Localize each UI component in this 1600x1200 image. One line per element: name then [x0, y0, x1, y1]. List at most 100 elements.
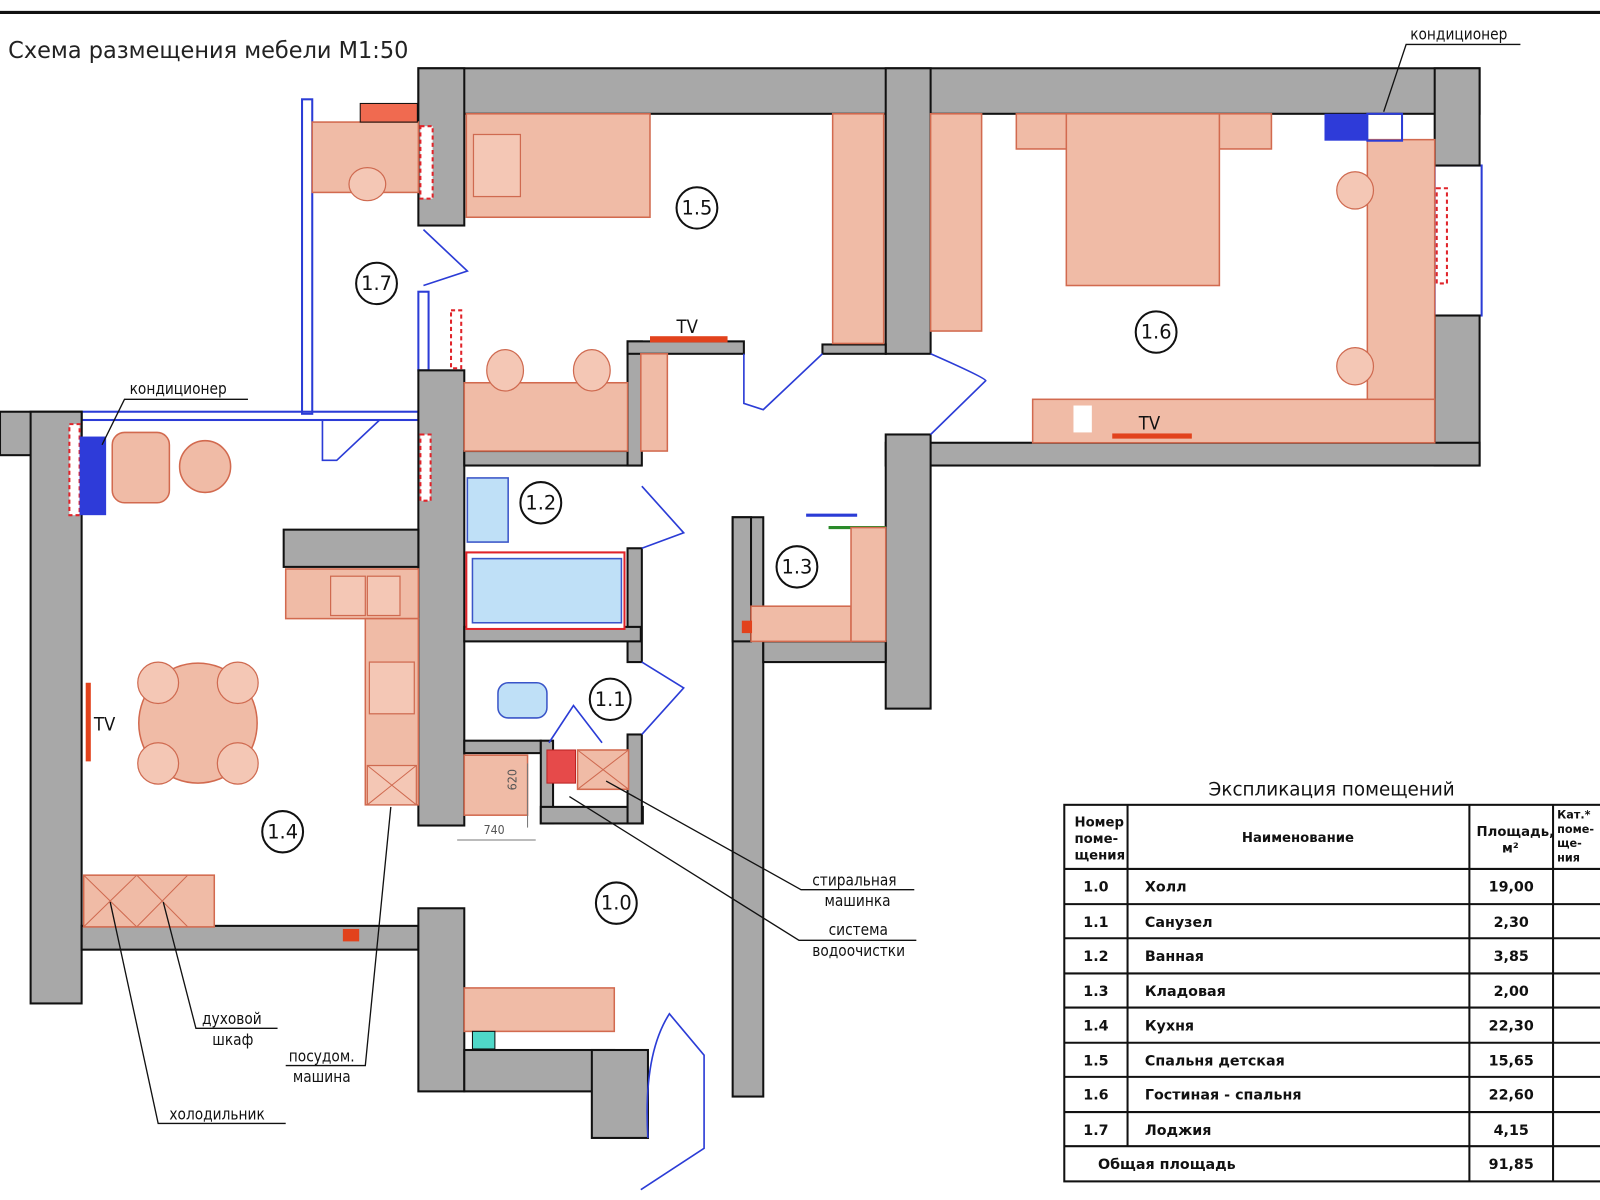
- chair-icon: [572, 349, 611, 392]
- plan-title: Схема размещения мебели М1:50: [8, 38, 408, 64]
- ac-label: кондиционер: [130, 380, 227, 398]
- svg-text:19,00: 19,00: [1489, 880, 1534, 896]
- svg-text:Холл: Холл: [1145, 880, 1187, 896]
- table-row: 1.7 Лоджия 4,15: [1083, 1123, 1529, 1139]
- svg-text:1.4: 1.4: [1083, 1018, 1108, 1034]
- washer-label: стиральная: [812, 871, 896, 889]
- oven-label: духовой: [202, 1010, 262, 1028]
- header-area: м²: [1502, 841, 1519, 856]
- room-number: 1.7: [361, 272, 392, 295]
- header-num: щения: [1074, 849, 1125, 864]
- wardrobe-1-6: [929, 113, 983, 332]
- hatched-block: [359, 102, 418, 123]
- desk-1-5: [463, 381, 629, 452]
- bathtub-icon: [471, 557, 623, 624]
- tv-console: [1031, 398, 1436, 444]
- walls: [0, 67, 1481, 1139]
- svg-text:1.3: 1.3: [1083, 984, 1108, 1000]
- svg-text:1.6: 1.6: [1083, 1088, 1108, 1104]
- svg-text:1.0: 1.0: [1083, 880, 1108, 896]
- table-title: Экспликация помещений: [1209, 779, 1455, 800]
- room-number: 1.3: [782, 555, 813, 578]
- svg-text:Спальня детская: Спальня детская: [1145, 1053, 1285, 1069]
- tv-label: TV: [676, 317, 699, 338]
- header-cat: ния: [1557, 852, 1580, 865]
- svg-text:Общая площадь: Общая площадь: [1098, 1157, 1236, 1173]
- header-cat: ще-: [1557, 837, 1582, 850]
- dishwasher-label: машина: [293, 1068, 351, 1086]
- svg-text:Лоджия: Лоджия: [1145, 1123, 1212, 1139]
- svg-text:2,30: 2,30: [1494, 915, 1529, 931]
- furniture: [79, 102, 1436, 1050]
- table-row: 1.0 Холл 19,00: [1083, 880, 1534, 896]
- tv-icon: [650, 336, 728, 343]
- table-row: 1.5 Спальня детская 15,65: [1083, 1053, 1534, 1069]
- tv-icon: [1112, 433, 1192, 439]
- dishwasher-label: посудом.: [289, 1047, 355, 1065]
- chair-icon: [348, 166, 387, 202]
- table-row: 1.4 Кухня 22,30: [1083, 1018, 1534, 1034]
- desk-1-6: [1366, 138, 1436, 443]
- table-total-row: Общая площадь 91,85: [1098, 1157, 1534, 1173]
- tv-label: TV: [1138, 413, 1161, 434]
- table-row: 1.6 Гостиная - спальня 22,60: [1083, 1088, 1534, 1104]
- dimension-label: 620: [505, 769, 519, 790]
- svg-text:3,85: 3,85: [1494, 949, 1529, 965]
- tv-label: TV: [93, 714, 116, 735]
- svg-text:Кладовая: Кладовая: [1145, 984, 1226, 1000]
- svg-text:Санузел: Санузел: [1145, 915, 1213, 931]
- header-num: поме-: [1074, 832, 1118, 847]
- header-area: Площадь,: [1477, 825, 1555, 840]
- sink-icon: [466, 477, 509, 543]
- chair-icon: [1336, 346, 1375, 386]
- fridge-oven-block: [82, 874, 216, 928]
- header-cat: Кат.*: [1557, 808, 1590, 821]
- dimension-label: 740: [484, 823, 505, 837]
- header-cat: поме-: [1557, 823, 1594, 836]
- svg-text:1.5: 1.5: [1083, 1053, 1108, 1069]
- room-number: 1.4: [267, 820, 298, 843]
- svg-text:1.7: 1.7: [1083, 1123, 1108, 1139]
- fridge-label: холодильник: [169, 1105, 264, 1123]
- svg-text:91,85: 91,85: [1489, 1157, 1534, 1173]
- room-number: 1.2: [525, 491, 556, 514]
- svg-text:Гостиная - спальня: Гостиная - спальня: [1145, 1088, 1302, 1104]
- svg-text:1.2: 1.2: [1083, 949, 1108, 965]
- coffee-table: [178, 439, 232, 494]
- oven-label: шкаф: [212, 1031, 253, 1049]
- tv-icon: [85, 682, 91, 762]
- room-number: 1.6: [1141, 320, 1172, 343]
- annotations: кондиционер кондиционер стиральная машин…: [101, 25, 1521, 1125]
- room-number: 1.1: [595, 688, 626, 711]
- header-num: Номер: [1074, 815, 1124, 830]
- svg-text:22,60: 22,60: [1489, 1088, 1534, 1104]
- table-row: 1.2 Ванная 3,85: [1083, 949, 1529, 965]
- water-filter: [546, 749, 577, 784]
- armchair: [111, 431, 171, 504]
- table-row: 1.1 Санузел 2,30: [1083, 915, 1529, 931]
- table-row: 1.3 Кладовая 2,00: [1083, 984, 1529, 1000]
- svg-text:15,65: 15,65: [1489, 1053, 1534, 1069]
- bed-1-6: [1065, 113, 1221, 287]
- svg-text:1.1: 1.1: [1083, 915, 1108, 931]
- svg-text:22,30: 22,30: [1489, 1018, 1534, 1034]
- svg-text:Ванная: Ванная: [1145, 949, 1204, 965]
- room-markers: 1.5 1.7 1.6 1.2 1.3 1.1 1.4 1.0: [261, 186, 1178, 925]
- chair-icon: [1336, 171, 1375, 210]
- room-number: 1.0: [601, 892, 632, 915]
- svg-text:2,00: 2,00: [1494, 984, 1529, 1000]
- chair-icon: [486, 349, 525, 392]
- wardrobe-1-5: [831, 113, 885, 345]
- svg-text:4,15: 4,15: [1494, 1123, 1529, 1139]
- explication-table: Экспликация помещений Номер поме- щения …: [1063, 779, 1600, 1183]
- air-conditioner-icon: [1324, 113, 1368, 141]
- filter-label: система: [829, 921, 888, 939]
- filter-label: водоочистки: [812, 942, 905, 960]
- room-number: 1.5: [682, 196, 713, 219]
- svg-text:Кухня: Кухня: [1145, 1018, 1194, 1034]
- toilet-icon: [497, 681, 548, 719]
- ac-label: кондиционер: [1410, 25, 1507, 43]
- air-conditioner-icon: [79, 436, 107, 516]
- washer-label: машинка: [824, 892, 890, 910]
